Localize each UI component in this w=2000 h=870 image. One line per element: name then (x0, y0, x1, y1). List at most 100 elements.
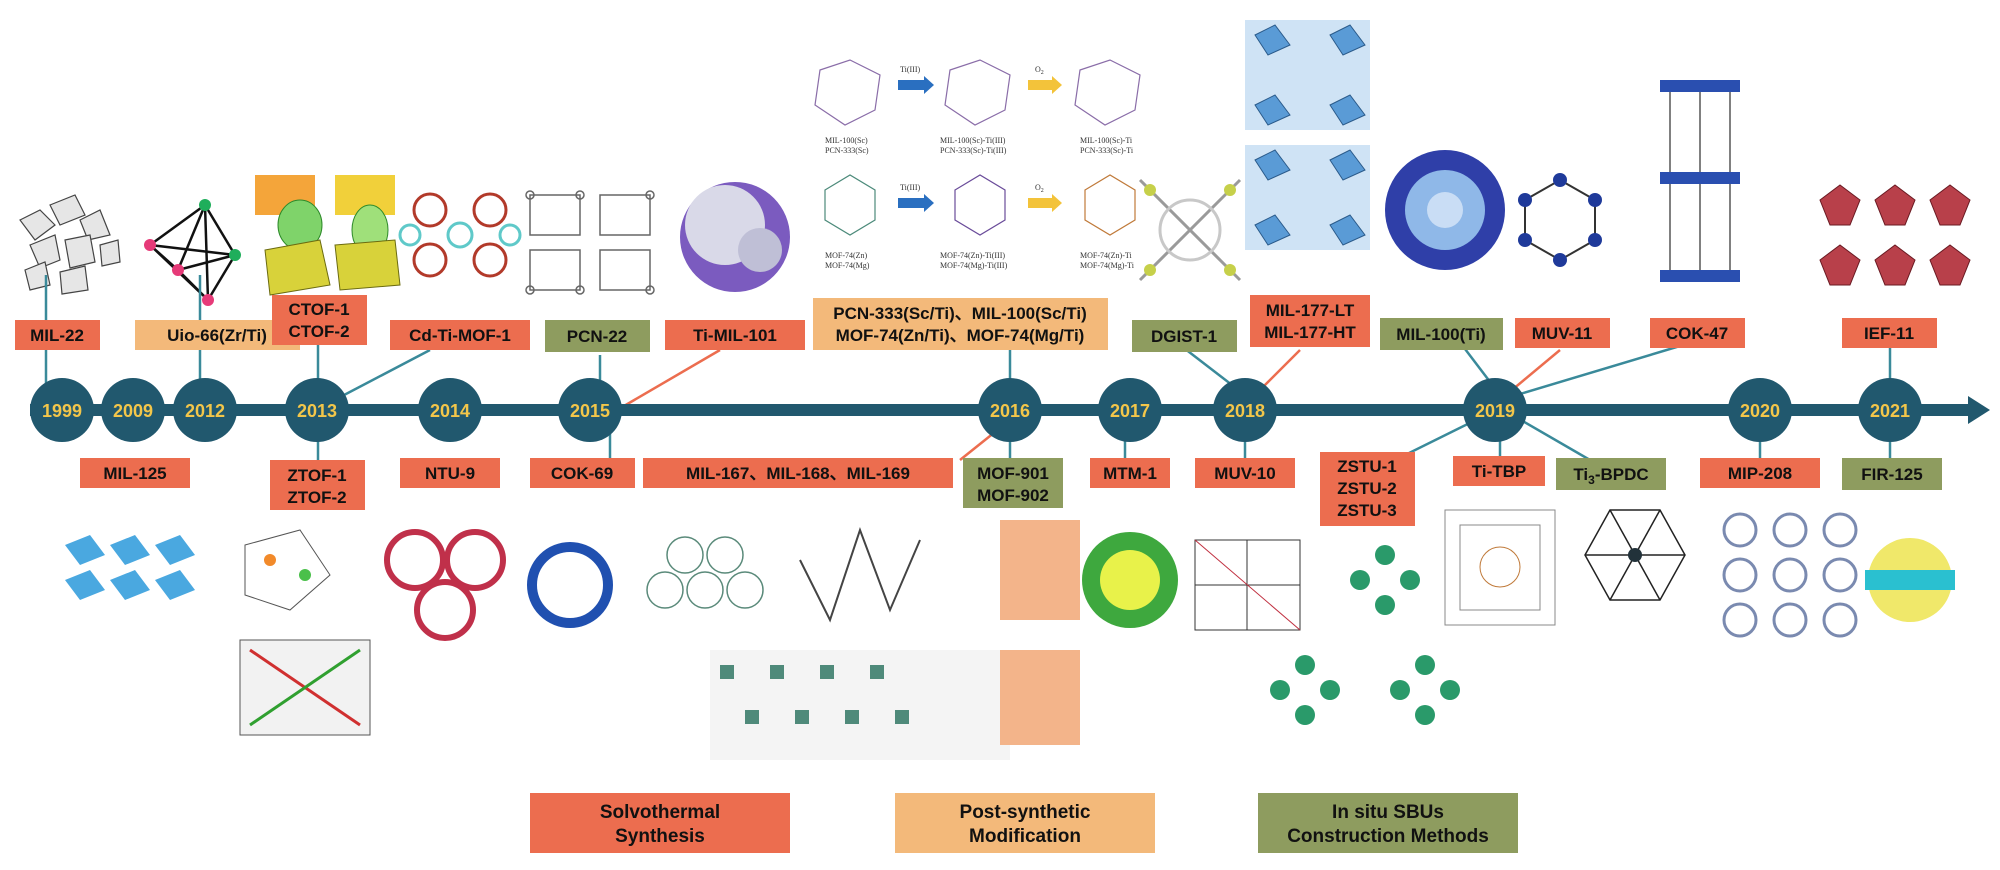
label-box-mip208 (1700, 458, 1820, 488)
mil167-structure-image (646, 527, 1010, 760)
year-label-2013: 2013 (297, 401, 337, 421)
year-node-2012 (173, 378, 237, 442)
label-box-ztof (270, 460, 365, 510)
year-label-2012: 2012 (185, 401, 225, 421)
label-muv10: MUV-10 (1214, 464, 1275, 483)
legend-solvothermal-line1: Solvothermal (600, 802, 720, 823)
mil125-structure-image (65, 535, 195, 600)
scheme-caption: MOF-74(Mg)-Ti (1080, 261, 1135, 270)
year-node-2018 (1213, 378, 1277, 442)
label-box-cdti (390, 320, 530, 350)
label-box-ti3bpdc (1556, 458, 1666, 490)
label-box-muv10 (1195, 458, 1295, 488)
year-label-2020: 2020 (1740, 401, 1780, 421)
label-cok69: COK-69 (551, 464, 613, 483)
year-label-2009: 2009 (113, 401, 153, 421)
label-ctof1: CTOF-1 (288, 300, 349, 319)
label-box-mil125 (80, 458, 190, 488)
legend: Solvothermal Synthesis Post-synthetic Mo… (530, 793, 1518, 853)
legend-solvothermal-box (530, 793, 790, 853)
label-pcn333-line2: MOF-74(Zn/Ti)、MOF-74(Mg/Ti) (836, 326, 1085, 345)
arrow-ti-label: Ti(III) (900, 65, 920, 74)
ctof-structure-image (255, 175, 401, 296)
year-label-2019: 2019 (1475, 401, 1515, 421)
scheme-caption: MOF-74(Mg) (825, 261, 870, 270)
scheme-caption: MOF-74(Mg)-Ti(III) (940, 261, 1008, 270)
muv11-structure-image (1518, 173, 1602, 267)
legend-solvothermal-line2: Synthesis (615, 826, 705, 847)
label-cok47: COK-47 (1666, 324, 1728, 343)
year-label-2017: 2017 (1110, 401, 1150, 421)
scheme-caption: MIL-100(Sc)-Ti(III) (940, 136, 1006, 145)
label-mil167: MIL-167、MIL-168、MIL-169 (686, 464, 910, 483)
scheme-caption: MIL-100(Sc) (825, 136, 868, 145)
label-box-mil22 (15, 320, 100, 350)
label-box-pcn22 (545, 320, 650, 352)
ti3bpdc-structure-image (1584, 509, 1686, 601)
dgist-structure-image (1138, 178, 1242, 282)
label-mil177ht: MIL-177-HT (1264, 323, 1356, 342)
year-node-2021 (1858, 378, 1922, 442)
bottom-labels: MIL-125 ZTOF-1 ZTOF-2 NTU-9 COK-69 MIL-1… (80, 452, 1942, 526)
legend-in-situ-line2: Construction Methods (1287, 826, 1489, 847)
ief11-structure-image (1819, 184, 1971, 286)
label-ief11: IEF-11 (1864, 324, 1914, 343)
mtm1-cage-image (1082, 532, 1178, 628)
label-pcn333-line1: PCN-333(Sc/Ti)、MIL-100(Sc/Ti) (833, 304, 1087, 323)
label-mof902: MOF-902 (977, 486, 1049, 505)
year-label-2015: 2015 (570, 401, 610, 421)
label-mip208: MIP-208 (1728, 464, 1792, 483)
label-box-timil101 (665, 320, 805, 350)
year-node-2017 (1098, 378, 1162, 442)
scheme-caption: PCN-333(Sc)-Ti (1080, 146, 1134, 155)
label-mof901: MOF-901 (977, 464, 1049, 483)
legend-in-situ-line1: In situ SBUs (1332, 802, 1444, 823)
label-box-ctof (272, 295, 367, 345)
arrow-o2-label: O2 (1035, 65, 1044, 76)
label-box-pcn333 (813, 298, 1108, 350)
year-node-2015 (558, 378, 622, 442)
label-box-mof901 (963, 458, 1063, 508)
cok47-structure-image (1660, 80, 1740, 282)
label-box-mtm1 (1090, 458, 1170, 488)
label-box-cok69 (530, 458, 635, 488)
mil177-structure-image (1245, 20, 1370, 250)
scheme-caption: PCN-333(Sc) (825, 146, 869, 155)
year-node-2016 (978, 378, 1042, 442)
legend-post-synthetic-line1: Post-synthetic (960, 802, 1091, 823)
label-mil125: MIL-125 (103, 464, 166, 483)
mof901-structure-image (1000, 520, 1080, 745)
fir125-cage-image (1865, 538, 1955, 622)
label-box-muv11 (1515, 318, 1610, 348)
label-mtm1: MTM-1 (1103, 464, 1157, 483)
uio66-octahedron-image (144, 199, 241, 306)
top-labels: MIL-22 Uio-66(Zr/Ti) CTOF-1 CTOF-2 Cd-Ti… (15, 295, 1937, 352)
label-pcn22: PCN-22 (567, 327, 627, 346)
label-ti3bpdc: Ti3-BPDC (1573, 465, 1648, 487)
label-zstu1: ZSTU-1 (1337, 457, 1397, 476)
year-label-2018: 2018 (1225, 401, 1265, 421)
label-timil101: Ti-MIL-101 (693, 326, 777, 345)
scheme-caption: PCN-333(Sc)-Ti(III) (940, 146, 1007, 155)
year-node-1999 (30, 378, 94, 442)
label-box-titbp (1453, 456, 1545, 486)
label-uio66: Uio-66(Zr/Ti) (167, 326, 267, 345)
muv10-structure-image (1194, 539, 1301, 631)
label-box-mil177 (1250, 295, 1370, 347)
year-label-2016: 2016 (990, 401, 1030, 421)
ztof-structure-image (239, 529, 371, 736)
year-node-2013 (285, 378, 349, 442)
label-box-ntu9 (400, 458, 500, 488)
legend-post-synthetic-box (895, 793, 1155, 853)
label-mil177lt: MIL-177-LT (1266, 301, 1355, 320)
year-label-1999: 1999 (42, 401, 82, 421)
legend-in-situ-box (1258, 793, 1518, 853)
ntu9-structure-image (384, 529, 506, 641)
label-ztof2: ZTOF-2 (287, 488, 346, 507)
label-fir125: FIR-125 (1861, 465, 1922, 484)
label-titbp: Ti-TBP (1472, 462, 1526, 481)
label-dgist: DGIST-1 (1151, 327, 1217, 346)
post-synthetic-scheme: Ti(III) O2 Ti(III) O2 MIL-100(Sc) PCN-33… (814, 59, 1141, 270)
